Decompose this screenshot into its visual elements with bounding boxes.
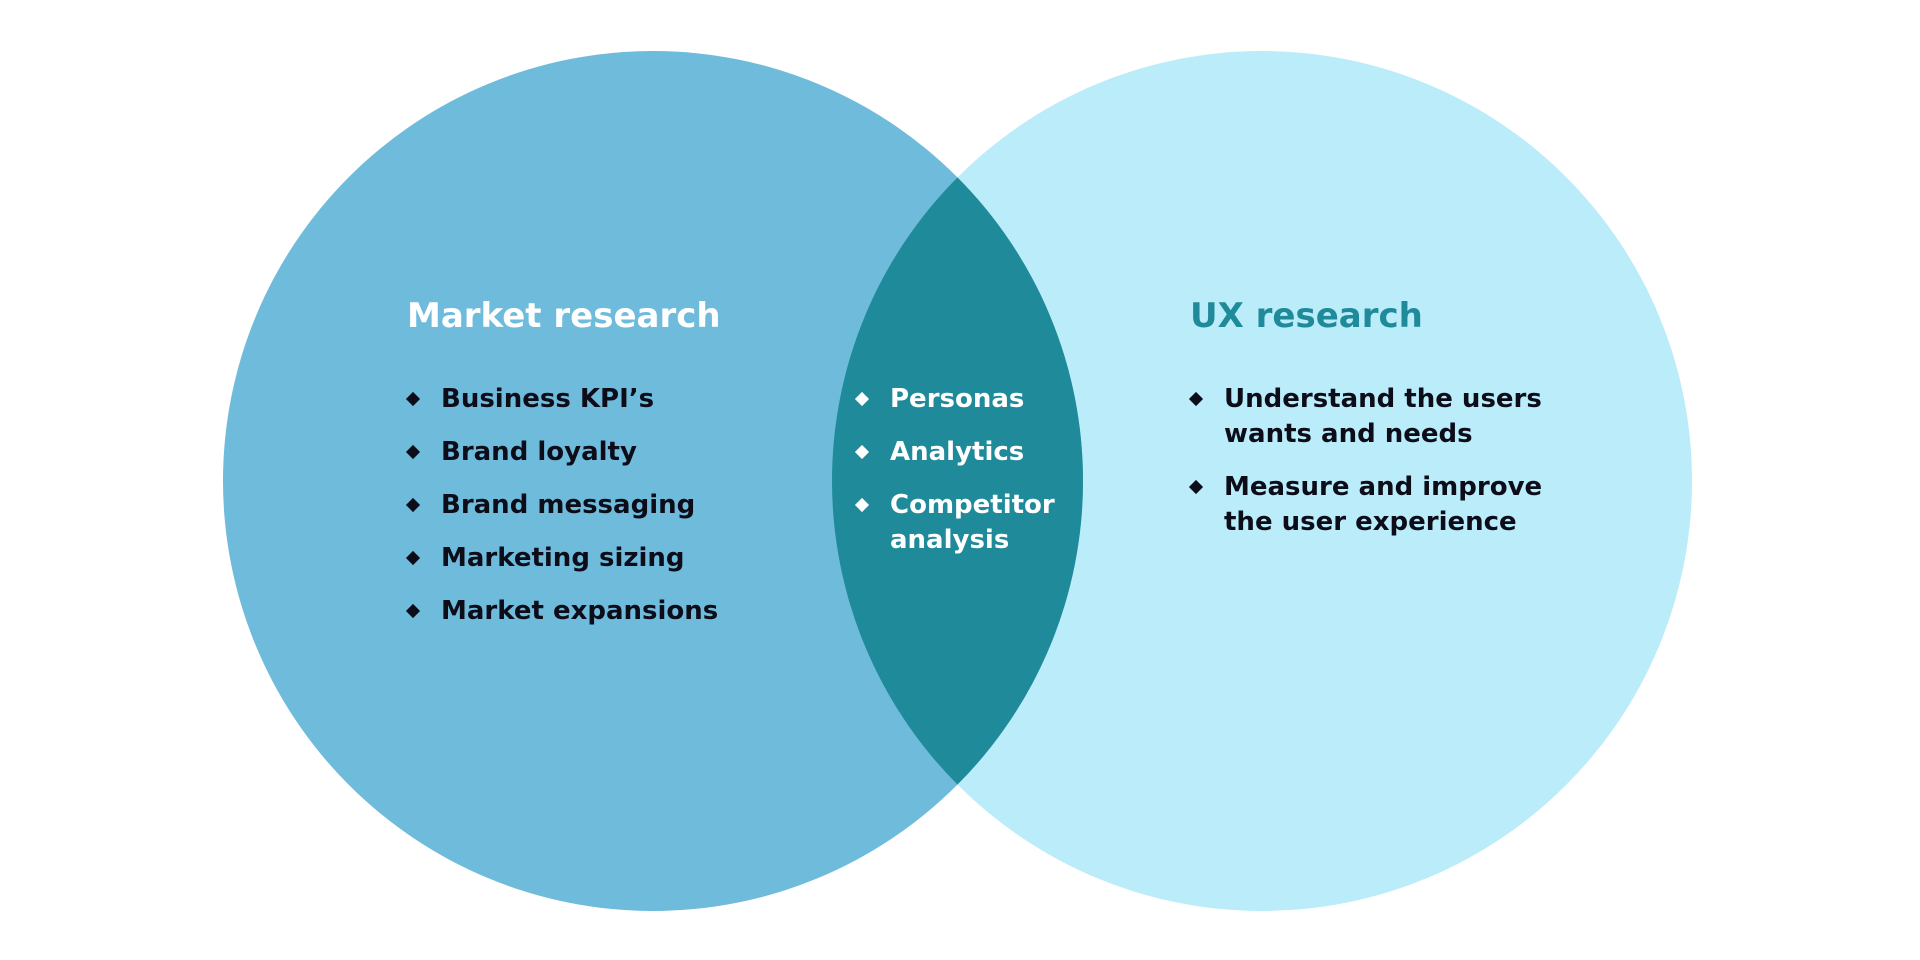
- diamond-bullet-icon: [405, 603, 421, 619]
- list-item: Competitor analysis: [854, 488, 1066, 558]
- list-item: Brand messaging: [405, 488, 767, 523]
- ux-research-circle: [832, 51, 1692, 911]
- diamond-bullet-icon: [405, 391, 421, 407]
- list-item-label: Marketing sizing: [441, 543, 685, 573]
- list-item: Measure and improve the user experience: [1188, 470, 1570, 540]
- list-item-label: Business KPI’s: [441, 384, 655, 414]
- market-research-circle: [223, 51, 1083, 911]
- list-item: Brand loyalty: [405, 435, 767, 470]
- list-item: Market expansions: [405, 594, 767, 629]
- list-item-label: Analytics: [890, 437, 1025, 467]
- list-item-label: Market expansions: [441, 596, 719, 626]
- diamond-bullet-icon: [405, 550, 421, 566]
- diamond-bullet-icon: [1188, 391, 1204, 407]
- market-research-title: Market research: [407, 296, 721, 336]
- ux-research-title: UX research: [1190, 296, 1423, 336]
- list-item-label: Personas: [890, 384, 1025, 414]
- list-item: Understand the users wants and needs: [1188, 382, 1570, 452]
- list-item: Marketing sizing: [405, 541, 767, 576]
- diamond-bullet-icon: [854, 497, 870, 513]
- list-item-label: Brand messaging: [441, 490, 696, 520]
- list-item-label: Measure and improve the user experience: [1224, 472, 1543, 537]
- list-item: Personas: [854, 382, 1066, 417]
- diamond-bullet-icon: [854, 391, 870, 407]
- diamond-bullet-icon: [405, 444, 421, 460]
- list-item-label: Competitor analysis: [890, 490, 1055, 555]
- list-item-label: Brand loyalty: [441, 437, 637, 467]
- list-item: Business KPI’s: [405, 382, 767, 417]
- diamond-bullet-icon: [1188, 479, 1204, 495]
- diamond-bullet-icon: [405, 497, 421, 513]
- list-item-label: Understand the users wants and needs: [1224, 384, 1542, 449]
- diamond-bullet-icon: [854, 444, 870, 460]
- list-item: Analytics: [854, 435, 1066, 470]
